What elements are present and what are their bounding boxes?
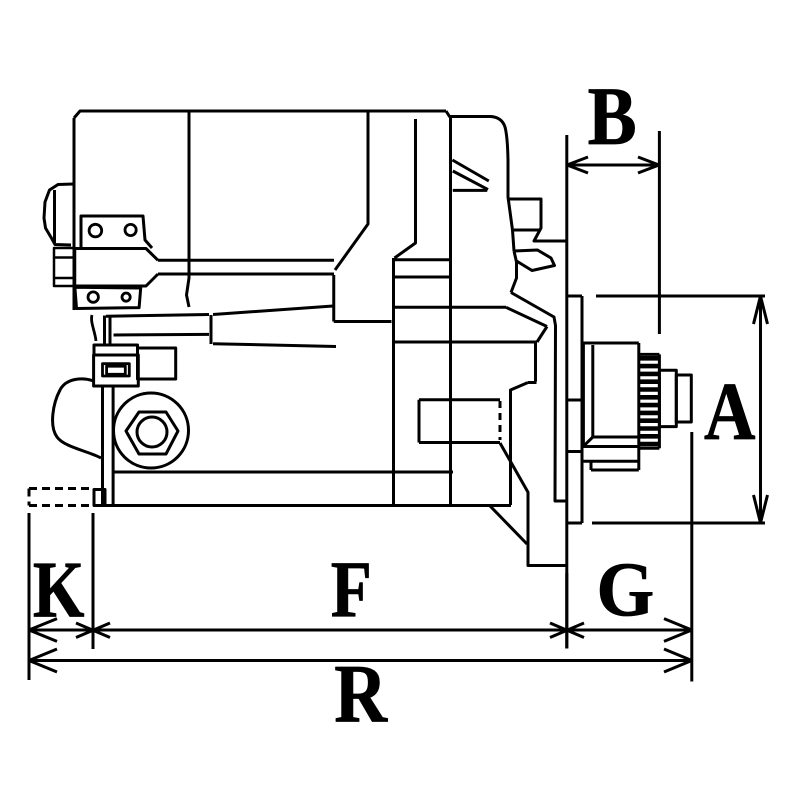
svg-text:F: F	[331, 546, 372, 635]
svg-text:A: A	[704, 365, 756, 457]
svg-text:G: G	[596, 547, 654, 633]
svg-text:B: B	[588, 70, 637, 162]
svg-text:R: R	[334, 647, 388, 739]
svg-text:K: K	[33, 544, 85, 634]
